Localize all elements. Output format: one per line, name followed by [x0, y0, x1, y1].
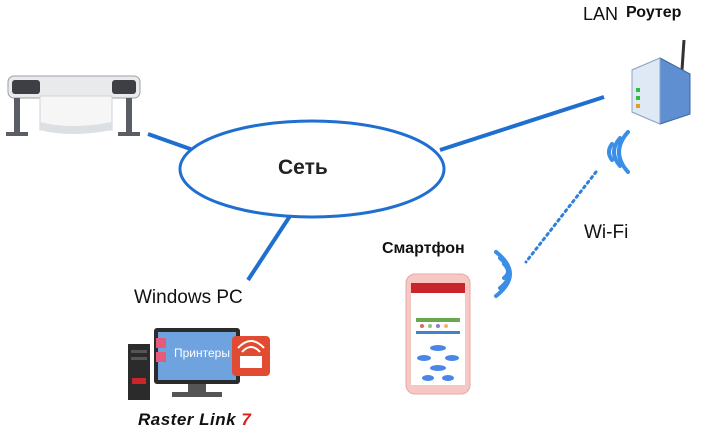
- network-ellipse: [178, 119, 446, 219]
- rasterlink-logo-number: 7: [241, 410, 252, 429]
- router-label: Роутер: [626, 4, 682, 21]
- wide-format-printer-icon: [6, 75, 141, 136]
- smartphone-icon: [405, 273, 471, 395]
- wifi-signal-icon: [494, 250, 512, 298]
- network-label: Сеть: [278, 156, 328, 179]
- desktop-pc-icon: [128, 328, 270, 400]
- pc-connection-line: [246, 214, 292, 282]
- rasterlink-logo: Raster Link 7: [138, 410, 251, 430]
- wifi-link-dotted-line: [524, 170, 598, 264]
- router-icon: [631, 39, 691, 125]
- lan-label: LAN: [583, 4, 619, 24]
- printer-app-label: Принтеры: [174, 346, 230, 360]
- rasterlink-logo-text: Raster Link: [138, 410, 237, 429]
- wifi-signal-icon: [607, 130, 630, 174]
- windows-pc-label: Windows PC: [134, 287, 243, 308]
- printer-connection-line: [147, 132, 197, 153]
- wifi-label: Wi-Fi: [584, 222, 629, 243]
- router-connection-line: [439, 95, 605, 152]
- smartphone-label: Смартфон: [382, 240, 465, 257]
